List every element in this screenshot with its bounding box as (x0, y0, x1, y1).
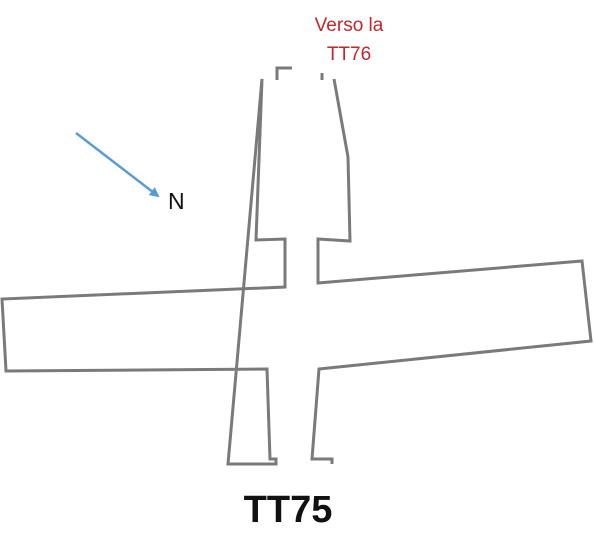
top-entrance-bracket (275, 66, 292, 80)
tomb-outline (0, 78, 593, 466)
direction-label-line1: Verso la (315, 15, 384, 36)
direction-label-line2: TT76 (327, 44, 371, 65)
north-arrow-icon (75, 132, 160, 198)
north-label: N (168, 188, 185, 214)
diagram-title: TT75 (244, 489, 333, 531)
